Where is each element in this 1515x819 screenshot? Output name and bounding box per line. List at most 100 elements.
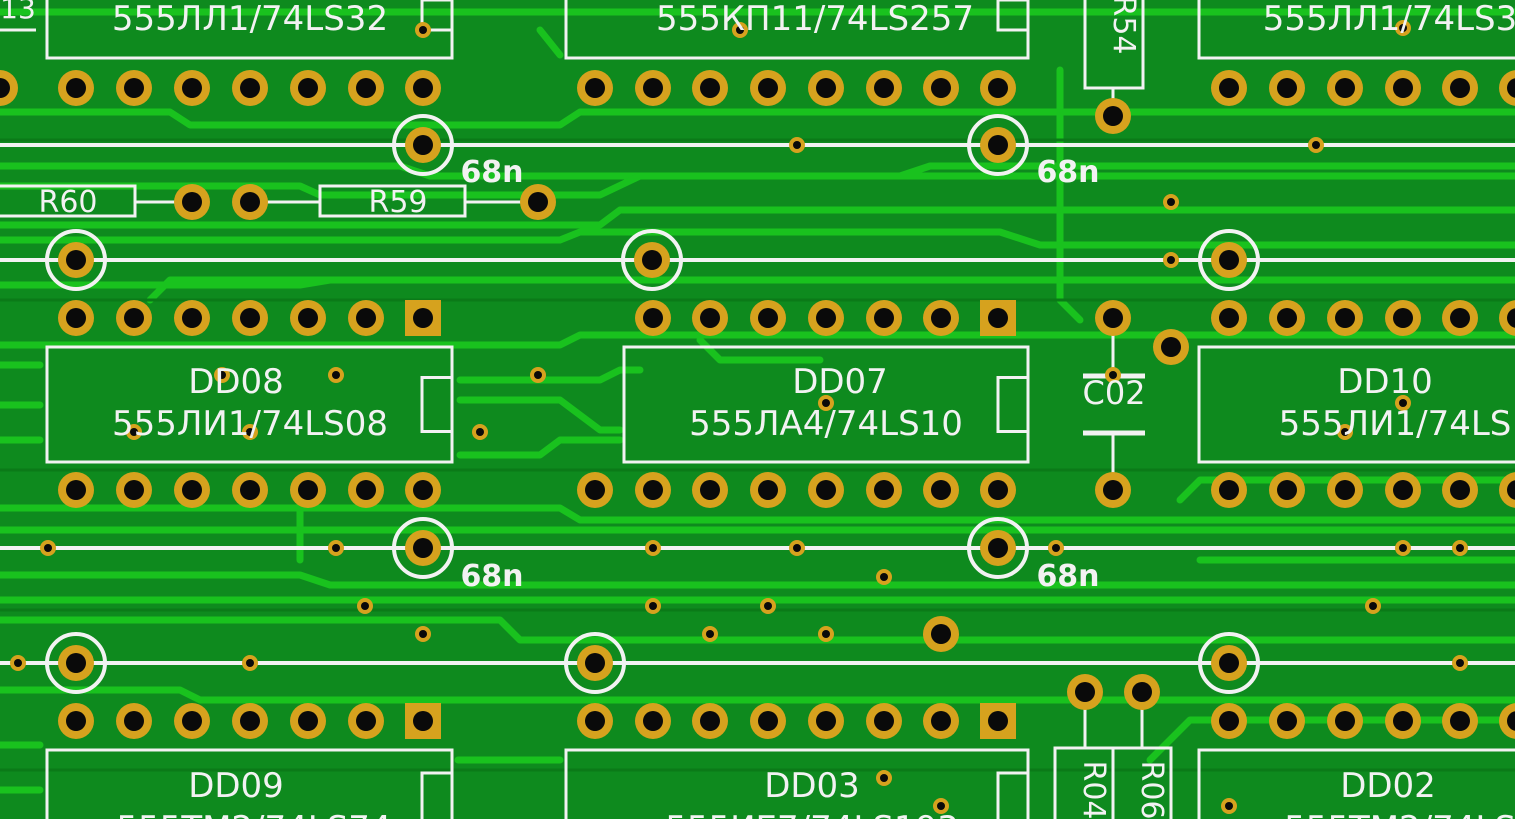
drill-hole xyxy=(240,308,260,328)
drill-hole xyxy=(240,480,260,500)
drill-hole xyxy=(1450,308,1470,328)
drill-hole xyxy=(298,480,318,500)
chip-notch xyxy=(996,376,1028,433)
via-hole xyxy=(1109,371,1117,379)
drill-hole xyxy=(1277,308,1297,328)
drill-hole xyxy=(988,78,1008,98)
drill-hole xyxy=(182,308,202,328)
drill-hole xyxy=(931,308,951,328)
resistor-ref-label: R59 xyxy=(368,185,427,220)
drill-hole xyxy=(585,78,605,98)
drill-hole xyxy=(66,480,86,500)
via-hole xyxy=(1312,141,1320,149)
drill-hole xyxy=(1393,711,1413,731)
drill-hole xyxy=(413,711,433,731)
via-hole xyxy=(764,602,772,610)
via-hole xyxy=(1052,544,1060,552)
drill-hole xyxy=(1335,480,1355,500)
drill-hole xyxy=(1103,480,1123,500)
drill-hole xyxy=(1219,711,1239,731)
resistor-ref-label: R54 xyxy=(1106,0,1141,55)
via-hole xyxy=(1167,198,1175,206)
drill-hole xyxy=(816,78,836,98)
drill-hole xyxy=(1103,106,1123,126)
drill-hole xyxy=(931,78,951,98)
drill-hole xyxy=(182,711,202,731)
via-hole xyxy=(649,544,657,552)
pads-layer xyxy=(0,20,1515,814)
drill-hole xyxy=(356,308,376,328)
via-hole xyxy=(880,573,888,581)
drill-hole xyxy=(1335,308,1355,328)
drill-hole xyxy=(182,78,202,98)
via-hole xyxy=(246,428,254,436)
resistor-body xyxy=(0,184,137,218)
drill-hole xyxy=(1393,480,1413,500)
drill-hole xyxy=(298,78,318,98)
drill-hole xyxy=(182,192,202,212)
chip-ref-label: DD07 xyxy=(792,362,888,402)
drill-hole xyxy=(816,480,836,500)
drill-hole xyxy=(758,308,778,328)
drill-hole xyxy=(1219,78,1239,98)
via-hole xyxy=(1341,428,1349,436)
drill-hole xyxy=(1103,308,1123,328)
via-hole xyxy=(1456,544,1464,552)
drill-hole xyxy=(1219,480,1239,500)
drill-hole xyxy=(528,192,548,212)
resistor-ref-label: R06 xyxy=(1134,760,1169,819)
drill-hole xyxy=(988,308,1008,328)
via-hole xyxy=(361,602,369,610)
copper-traces xyxy=(0,8,1515,794)
drill-hole xyxy=(298,308,318,328)
resistor-body xyxy=(1111,746,1173,819)
drill-hole xyxy=(124,308,144,328)
drill-hole xyxy=(931,624,951,644)
drill-hole xyxy=(298,711,318,731)
drill-hole xyxy=(1075,682,1095,702)
chip-part-label: 555ЛЛ1/74LS3 xyxy=(1263,0,1515,39)
via-hole xyxy=(130,428,138,436)
resistor-ref-label: R60 xyxy=(38,185,97,220)
drill-hole xyxy=(988,538,1008,558)
corner-ref-label: 13 xyxy=(0,0,36,25)
drill-hole xyxy=(1335,78,1355,98)
chip-outline xyxy=(1197,345,1515,464)
cap-value-label: 68n xyxy=(460,559,523,594)
chip-ref-label: DD10 xyxy=(1337,362,1433,402)
drill-hole xyxy=(931,480,951,500)
chip-notch xyxy=(996,0,1028,32)
drill-hole xyxy=(1507,78,1515,98)
drill-hole xyxy=(585,480,605,500)
chip-outline xyxy=(45,748,454,819)
chip-outline xyxy=(564,0,1030,60)
via-hole xyxy=(1399,544,1407,552)
chip-part-label: 555ИЕ7/74LS193 xyxy=(665,809,959,819)
chip-outline xyxy=(564,748,1030,819)
chip-part-label: 555ЛА4/74LS10 xyxy=(689,404,963,444)
via-hole xyxy=(332,544,340,552)
drill-hole xyxy=(1507,480,1515,500)
chip-notch xyxy=(420,0,452,32)
drill-hole xyxy=(758,78,778,98)
drill-hole xyxy=(66,711,86,731)
cap-ring xyxy=(45,632,107,694)
via-hole xyxy=(937,802,945,810)
drill-hole xyxy=(356,480,376,500)
drill-hole xyxy=(643,78,663,98)
cap-ring xyxy=(621,229,683,291)
via-hole xyxy=(1456,659,1464,667)
cap-value-label: 68n xyxy=(1036,155,1099,190)
via-hole xyxy=(1369,602,1377,610)
chip-part-label: 555ЛИ1/74LS08 xyxy=(112,404,388,444)
drill-hole xyxy=(1507,308,1515,328)
drill-hole xyxy=(988,135,1008,155)
cap-ring xyxy=(564,632,626,694)
chip-outline xyxy=(1197,0,1515,60)
drill-hole xyxy=(988,480,1008,500)
drill-hole xyxy=(1219,653,1239,673)
drill-hole xyxy=(356,711,376,731)
chip-outline xyxy=(622,345,1030,464)
